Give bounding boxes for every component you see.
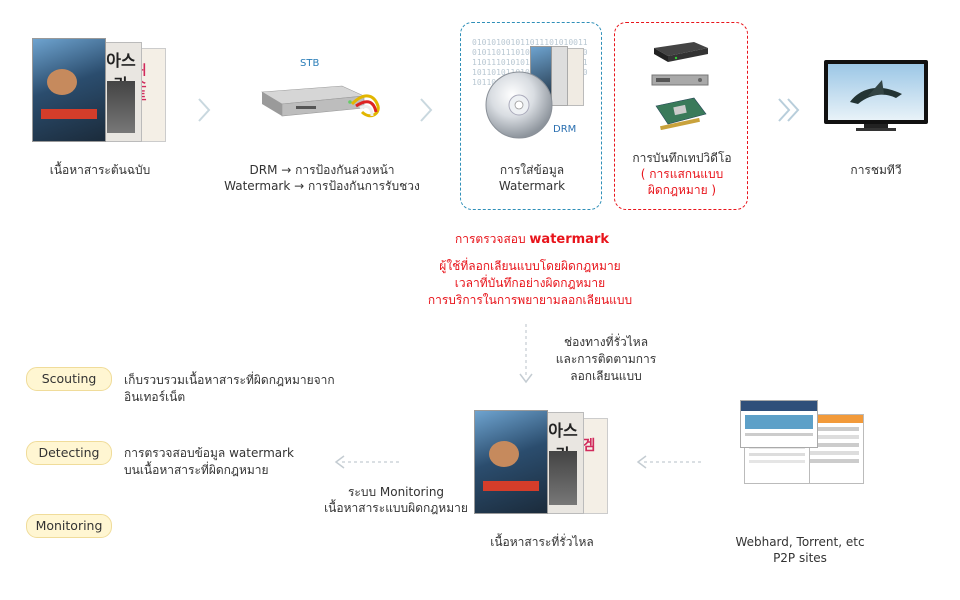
step-pill-detecting: Detecting <box>26 441 112 465</box>
poster-front <box>32 38 106 142</box>
original-content-posters: 퀴스트 아스라 <box>32 38 168 142</box>
recording-line-1: การบันทึกเทปวิดีโอ <box>632 151 732 165</box>
recording-line-3: ผิดกฎหมาย ) <box>647 183 717 197</box>
monitoring-system-line-1: ระบบ Monitoring <box>347 485 445 499</box>
leak-path-line-1: ช่องทางที่รั่วไหล <box>563 335 649 349</box>
watermark-insert-line-1: การใส่ข้อมูล <box>499 163 565 177</box>
drm-tag: DRM <box>553 124 577 135</box>
watermark-check-word: watermark <box>529 232 610 247</box>
monitoring-system-line-2: เนื้อหาสาระแบบผิดกฎหมาย <box>324 501 468 515</box>
left-arrow-icon <box>636 454 706 474</box>
poster-middle: 아스라 <box>100 42 142 142</box>
left-arrow-icon <box>334 454 404 474</box>
capture-card-icon <box>654 96 708 134</box>
leaked-content-posters: 겜 아스라 <box>474 410 610 514</box>
watermark-check-title: การตรวจสอบ watermark <box>420 230 644 249</box>
check-line-1: ผู้ใช้ที่ลอกเลียนแบบโดยผิดกฎหมาย <box>439 259 621 273</box>
check-line-2: เวลาที่บันทึกอย่างผิดกฎหมาย <box>454 276 606 290</box>
leaked-poster-middle: 아스라 <box>542 412 584 514</box>
down-arrow-icon <box>518 322 534 392</box>
watermark-insert-line-2: Watermark <box>498 179 566 193</box>
illegal-recording-box <box>614 22 748 210</box>
leaked-poster-front <box>474 410 548 514</box>
watermark-insert-box <box>460 22 602 210</box>
stb-line-1: DRM → การป้องกันล่วงหน้า <box>249 163 395 177</box>
website-screenshots-icon <box>740 400 864 484</box>
step-desc-scouting-2: อินเทอร์เน็ต <box>124 390 186 404</box>
tv-icon <box>822 58 930 138</box>
step-pill-scouting: Scouting <box>26 367 112 391</box>
recorder-device-icon <box>650 40 712 68</box>
watermark-check-prefix: การตรวจสอบ <box>454 232 530 246</box>
leak-path-line-2: และการติดตามการ <box>555 352 657 366</box>
original-content-label: เนื้อหาสาระต้นฉบับ <box>49 163 151 177</box>
rack-device-icon <box>650 72 712 92</box>
leaked-content-label: เนื้อหาสาระที่รั่วไหล <box>490 535 594 549</box>
step-desc-scouting-1: เก็บรวบรวมเนื้อหาสาระที่ผิดกฎหมายจาก <box>124 373 335 387</box>
chevron-right-icon <box>196 96 212 128</box>
double-chevron-right-icon <box>776 96 802 128</box>
tv-viewing-label: การชมทีวี <box>850 163 902 177</box>
set-top-box-icon <box>252 82 384 122</box>
check-line-3: การบริการในการพยายามลอกเลียนแบบ <box>427 293 633 307</box>
leaked-poster-back-title: 겜 <box>582 438 596 454</box>
stb-line-2: Watermark → การป้องกันการรับชวง <box>224 179 420 193</box>
recording-line-2: ( การแสกนแบบ <box>640 167 724 181</box>
leak-path-line-3: ลอกเลียนแบบ <box>570 369 642 383</box>
stb-tag: STB <box>300 58 320 69</box>
disc-icon <box>484 70 554 144</box>
sites-line-1: Webhard, Torrent, etc <box>735 535 865 549</box>
step-desc-detecting-2: บนเนื้อหาสาระที่ผิดกฎหมาย <box>124 463 269 477</box>
sites-line-2: P2P sites <box>773 551 827 565</box>
step-desc-detecting-1: การตรวจสอบข้อมูล watermark <box>124 446 294 460</box>
chevron-right-icon <box>418 96 434 128</box>
step-pill-monitoring: Monitoring <box>26 514 112 538</box>
